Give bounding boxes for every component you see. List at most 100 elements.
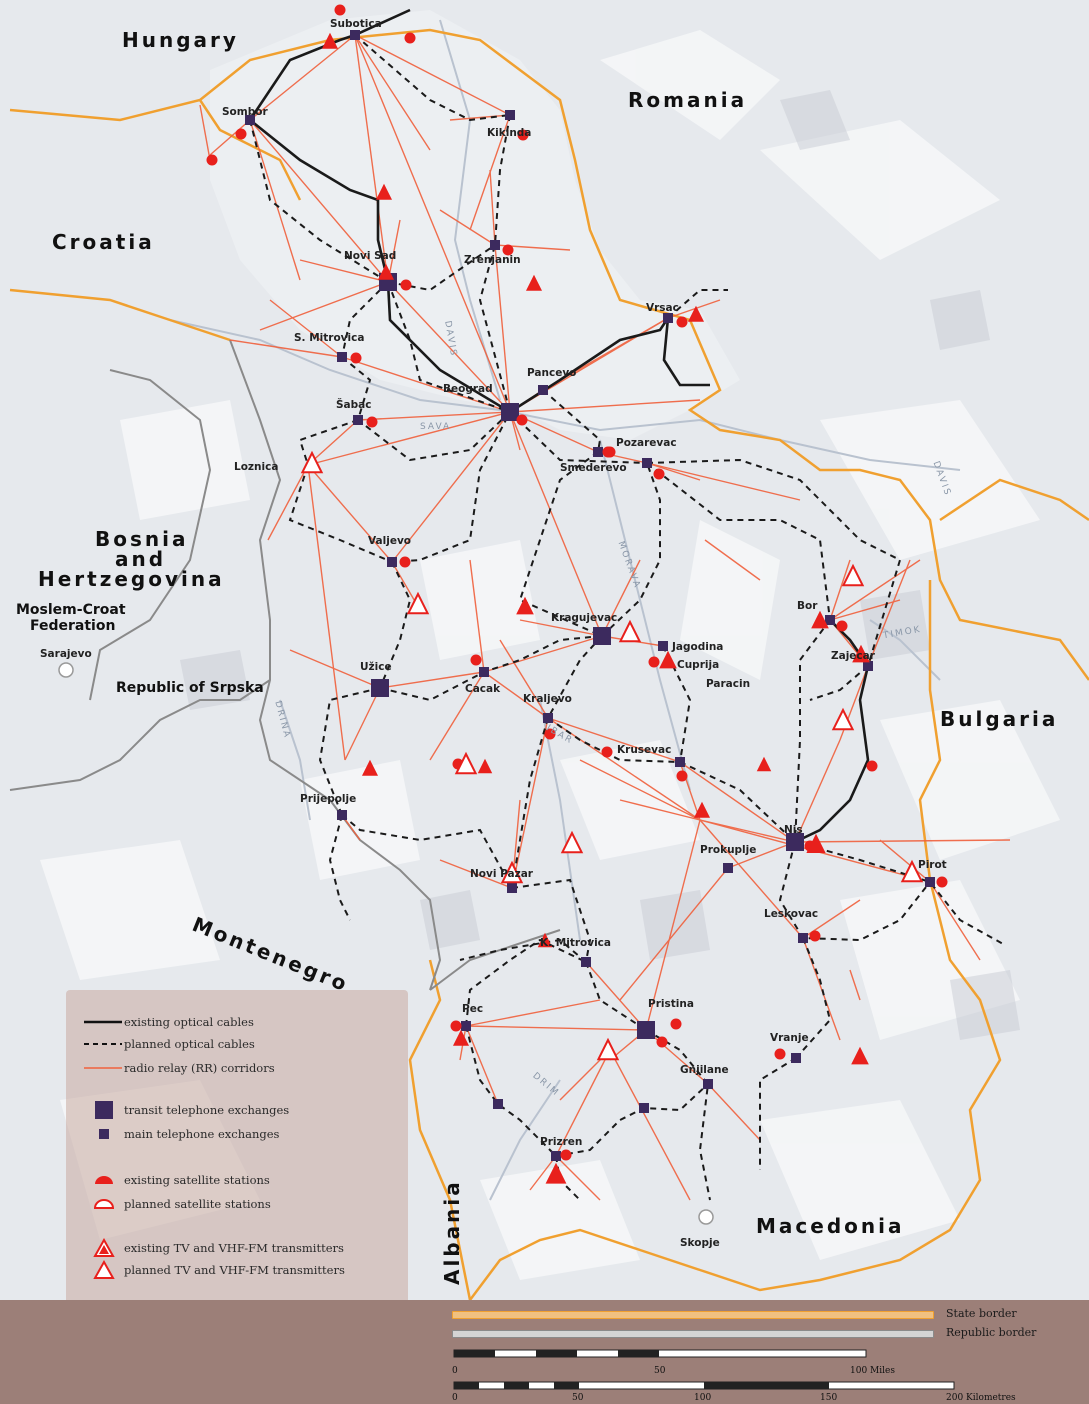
transmitter-existing-marker [806,833,826,853]
rr-corridor [289,649,381,689]
rr-corridor [509,399,701,413]
main-exchange-marker [825,615,835,625]
planned-optical-cable [547,717,681,763]
rr-corridor [704,539,761,581]
rr-corridor [379,671,485,689]
label-jagodina: Jagodina [672,641,724,653]
label-gnjilane: Gnjilane [680,1064,729,1076]
planned-optical-cable [511,878,592,963]
main-exchange-marker [493,1099,503,1109]
rr-corridor [229,339,343,358]
transmitter-planned-marker [406,591,430,615]
main-exchange-marker [479,667,489,677]
terrain-shadow [180,90,1020,1040]
rr-corridor [555,1049,611,1157]
rr-corridor [707,1083,761,1141]
transmitter-existing-marker [321,32,339,49]
legend-item-label: planned optical cables [124,1037,255,1051]
miles-tick-100: 100 Miles [850,1366,895,1376]
tv-local-transmitter-marker [866,760,878,772]
legend-item-label: radio relay (RR) corridors [124,1061,275,1075]
legend-item-label: main telephone exchanges [124,1127,280,1141]
planned-optical-cable [465,938,587,1027]
legend-item: planned optical cables [66,1034,408,1054]
legend-item: existing satellite stations [66,1170,408,1190]
label-paracin: Paracin [706,678,751,690]
small-square-legend-icon [99,1129,109,1139]
rr-corridor [519,619,603,637]
label-bosnia-line1: Bosnia [95,527,189,551]
rr-corridor [199,104,211,161]
legend-item-label: existing optical cables [124,1015,254,1029]
bottom-key-bar: State border Republic border 0 50 100 Mi… [0,1300,1089,1404]
transit-exchange-marker [371,679,389,697]
transmitter-planned-marker [596,1037,620,1061]
transmitter-planned-marker [841,563,865,587]
label-river-sava: SAVA [420,422,452,432]
tv-local-transmitter-marker [670,1018,682,1030]
main-exchange-marker [581,957,591,967]
transmitter-existing-marker [659,650,677,669]
planned-optical-cable [809,665,869,701]
transmitter-planned-marker [454,751,478,775]
planned-optical-cable [249,119,389,283]
main-exchange-marker [791,1053,801,1063]
existing-optical-cable [509,317,710,414]
rr-corridor [249,119,301,281]
rr-corridor [344,687,381,761]
rr-corridor [601,559,641,637]
rr-corridor [259,281,389,331]
rivers [169,19,961,1201]
planned-optical-cable [601,462,661,637]
legend-item: transit telephone exchanges [66,1100,408,1120]
planned-optical-cable [585,961,647,1031]
main-exchange-marker [551,1151,561,1161]
transmitter-existing-marker [687,305,705,322]
main-exchange-marker [593,447,603,457]
transmitter-existing-marker [361,759,379,776]
rr-corridor [679,761,796,843]
rr-corridor [646,462,701,481]
rr-corridor [547,717,681,763]
state-border-label: State border [946,1307,1017,1320]
rr-corridor [449,114,511,121]
label-novi-sad: Novi Sad [344,250,397,262]
capital-city-marker [698,1209,714,1225]
planned-optical-cable [555,1083,709,1157]
label-prijepolje: Prijepolje [300,793,357,805]
legend-item-label: existing TV and VHF-FM transmitters [124,1241,344,1255]
km-tick-150: 150 [820,1393,838,1403]
km-tick-0: 0 [452,1393,458,1403]
km-scale-seg-4 [704,1382,829,1389]
legend-item-label: planned TV and VHF-FM transmitters [124,1263,345,1277]
label-bosnia-line2: and [115,547,167,571]
planned-optical-cable [341,356,511,462]
planned-optical-cable [459,938,587,963]
rr-corridor [387,281,511,413]
planned-optical-cable [328,814,351,921]
label-zajecar: Zajecar [831,650,875,662]
label-krusevac: Krusevac [617,744,672,756]
tv-local-transmitter-marker [350,352,362,364]
rr-corridor [645,1029,709,1085]
tv-local-transmitter-marker [774,1048,786,1060]
tv-local-transmitter-marker [602,446,614,458]
solid-line-legend-icon [84,1020,122,1024]
republic-border-swatch [452,1330,934,1338]
miles-scale-seg-2 [536,1350,577,1357]
main-exchange-marker [675,757,685,767]
transmitter-existing-marker [375,183,393,200]
label-kraljevo: Kraljevo [523,693,572,705]
transmitter-existing-marker [756,756,772,772]
transmitter-planned-marker [900,859,924,883]
rr-corridor [299,259,389,283]
rr-corridor [209,119,251,156]
main-exchange-marker [337,352,347,362]
rr-corridor [249,34,356,121]
legend-item: radio relay (RR) corridors [66,1058,408,1078]
planned-optical-cable [679,761,796,843]
rr-corridor [794,739,841,843]
label-beograd: Beograd [443,383,493,395]
rr-corridor [354,34,511,413]
map-markers [58,4,948,1225]
